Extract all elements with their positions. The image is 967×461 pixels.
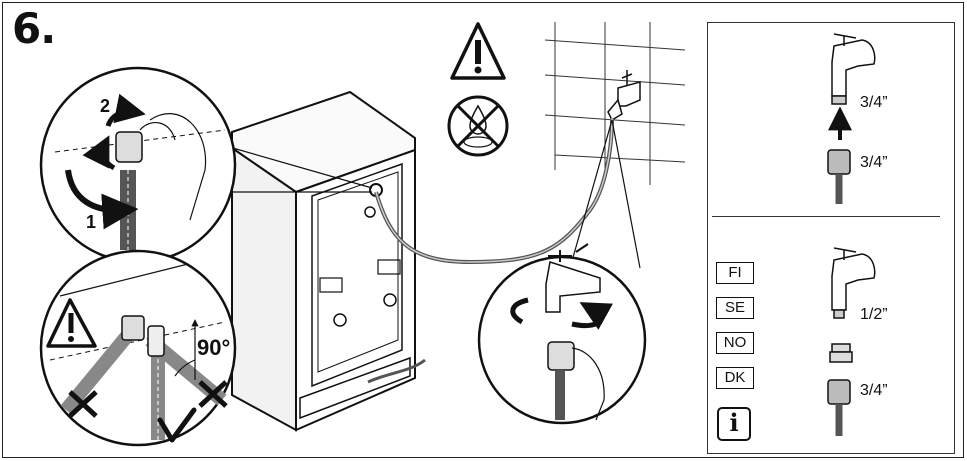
country-code-se: SE: [716, 297, 754, 319]
magnifier-tighten-connector: [39, 66, 237, 264]
step-number: 6.: [12, 4, 56, 53]
tap-3-4-illustration: [831, 33, 876, 105]
thread-size-panel: [707, 22, 955, 454]
cross-mark-icon: [68, 390, 98, 418]
magnifier-angle-check: [39, 249, 237, 447]
panel-divider: [712, 216, 940, 217]
country-code-fi: FI: [716, 262, 754, 284]
tap-1-2-illustration: [831, 247, 876, 319]
hose-connector-icon: [827, 149, 851, 204]
tap-thread-size-top: 3/4”: [860, 94, 888, 111]
hose-thread-size-bottom: 3/4”: [860, 382, 888, 399]
country-code-dk: DK: [716, 367, 754, 389]
check-mark-icon: [157, 407, 197, 443]
washing-machine: [231, 90, 416, 432]
country-code-no: NO: [716, 332, 754, 354]
wall-tap: [607, 70, 641, 122]
rotation-step-1-label: 1: [86, 212, 97, 232]
wall-tiles: [544, 22, 686, 185]
tap-thread-size-bottom: 1/2”: [860, 306, 888, 323]
info-icon: i: [717, 407, 751, 441]
magnifier-tap-connection: [477, 243, 647, 425]
callout-lines: [204, 119, 641, 269]
adapter-icon: [829, 343, 853, 363]
rotate-arrow-icon: [105, 93, 146, 127]
angle-label: 90°: [197, 335, 231, 360]
hose-thread-size-top: 3/4”: [860, 154, 888, 171]
rotation-step-2-label: 2: [100, 96, 111, 116]
drain-hose: [367, 358, 426, 384]
no-water-drip-icon: [447, 95, 509, 157]
hose-connector-icon: [827, 379, 851, 436]
warning-icon: [450, 22, 506, 80]
